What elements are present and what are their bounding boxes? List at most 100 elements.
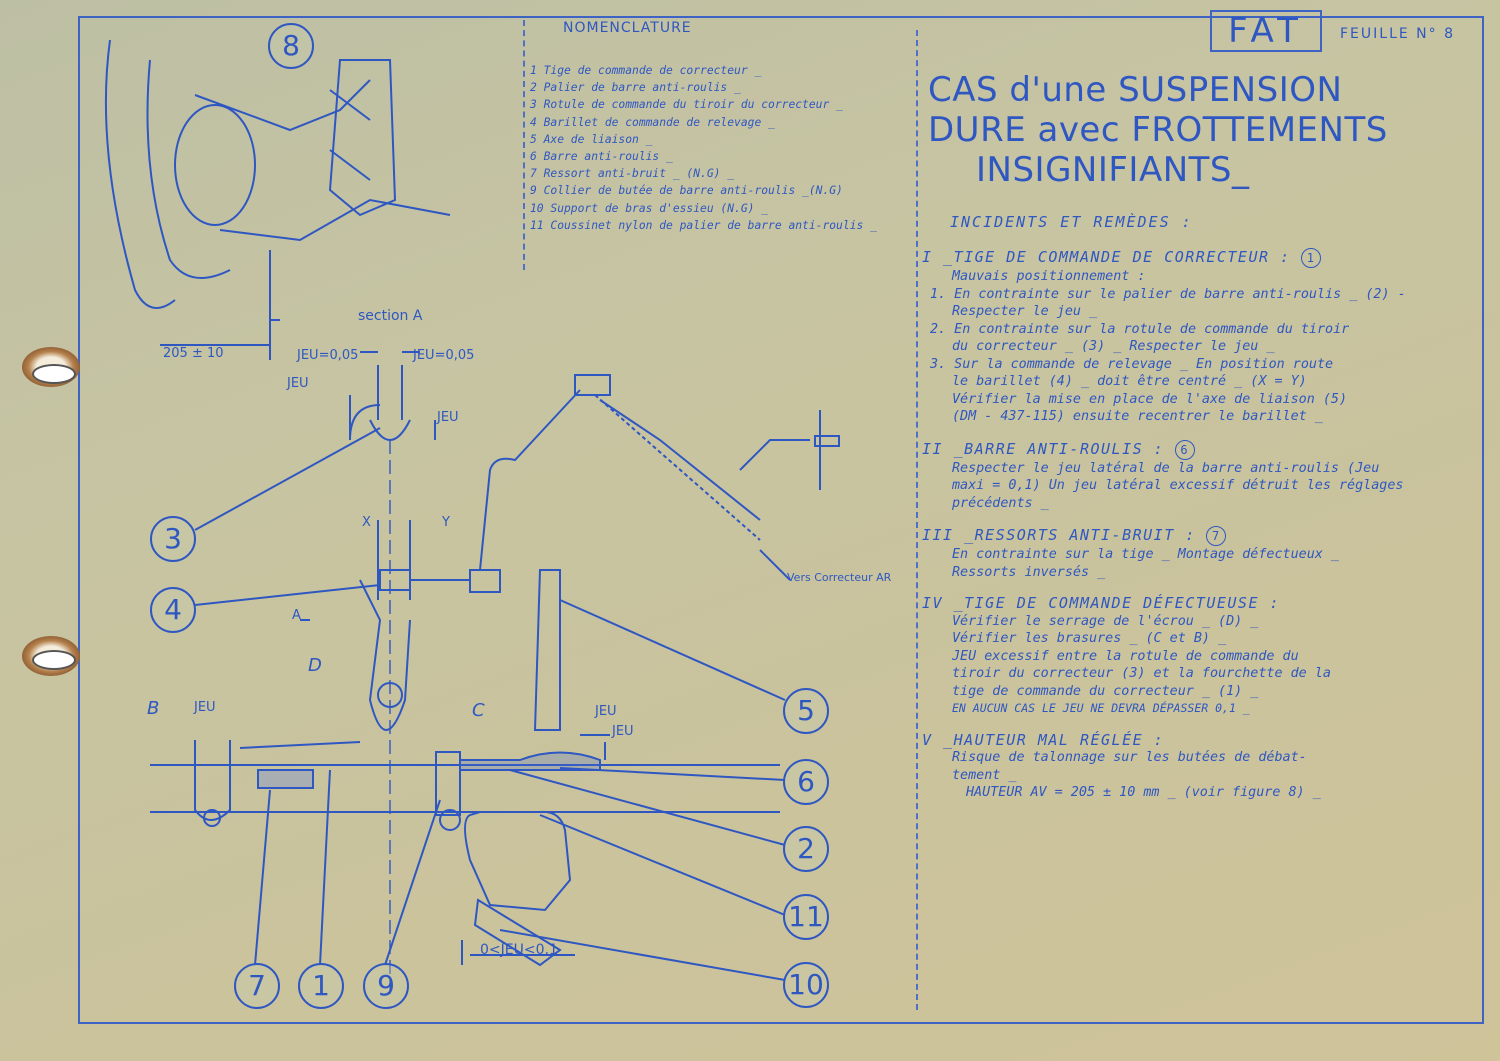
note-line: tiroir du correcteur (3) et la fourchett…	[952, 666, 1331, 681]
section-heading: II _BARRE ANTI-ROULIS : 6	[922, 439, 1406, 460]
ref-circle: 1	[1301, 248, 1322, 268]
wheel-rim-outline	[146, 59, 231, 279]
section-heading: I _TIGE DE COMMANDE DE CORRECTEUR : 1	[922, 248, 1406, 268]
callout-4: 4	[150, 587, 196, 633]
brand-box: FAT	[1210, 10, 1322, 52]
x-label: X	[362, 515, 371, 530]
callout-10: 10	[783, 962, 829, 1008]
jeu-right-label: JEU=0,05	[413, 348, 475, 363]
ref-circle: 6	[1174, 439, 1195, 460]
note-line: précédents _	[952, 495, 1049, 511]
note-line: du correcteur _ (3) _ Respecter le jeu _	[952, 339, 1275, 354]
section-a-label: section A	[358, 308, 423, 324]
note-line: Respecter le jeu latéral de la barre ant…	[952, 460, 1380, 476]
nomenclature-item: 7 Ressort anti-bruit _ (N.G) _	[530, 167, 735, 181]
section-1: I _TIGE DE COMMANDE DE CORRECTEUR : 1 Ma…	[922, 248, 1406, 426]
section-heading: IV _TIGE DE COMMANDE DÉFECTUEUSE :	[922, 594, 1281, 612]
nomenclature-item: 4 Barillet de commande de relevage _	[530, 115, 775, 129]
jeu-b-label: JEU	[194, 700, 216, 715]
note-line: 2. En contrainte sur la rotule de comman…	[930, 321, 1350, 337]
incidents-heading: INCIDENTS ET REMÈDES :	[950, 213, 1193, 231]
nomenclature-item: 10 Support de bras d'essieu (N.G) _	[530, 201, 769, 215]
title-line-3: INSIGNIFIANTS_	[976, 150, 1250, 190]
nomenclature-item: 2 Palier de barre anti-roulis _	[530, 81, 741, 95]
note-line: EN AUCUN CAS LE JEU NE DEVRA DÉPASSER 0,…	[952, 701, 1250, 715]
callout-2: 2	[783, 826, 829, 872]
sheet-number: FEUILLE N° 8	[1340, 26, 1455, 42]
note-line: 1. En contrainte sur le palier de barre …	[930, 286, 1406, 302]
binder-ring-lower	[32, 650, 76, 670]
callout-3: 3	[150, 516, 196, 562]
hub-outline	[174, 104, 256, 226]
note-line: Respecter le jeu _	[952, 304, 1098, 319]
jeu-vertical-label: JEU	[287, 376, 309, 391]
nomenclature-item: 3 Rotule de commande du tiroir du correc…	[530, 98, 843, 112]
callout-11: 11	[783, 894, 829, 940]
dimension-205-label: 205 ± 10	[163, 346, 224, 361]
sheet-title: CAS d'une SUSPENSION DURE avec FROTTEMEN…	[928, 70, 1388, 190]
note-line: Mauvais positionnement :	[952, 269, 1146, 284]
note-line: Risque de talonnage sur les butées de dé…	[952, 750, 1307, 765]
jeu-c2-label: JEU	[612, 724, 634, 739]
jeu-left-label: JEU=0,05	[297, 348, 359, 363]
notes-divider	[916, 30, 918, 1010]
note-line: Ressorts inversés _	[952, 564, 1106, 580]
a-label: A	[292, 608, 301, 623]
note-line: 3. Sur la commande de relevage _ En posi…	[930, 356, 1334, 372]
note-line: Vérifier les brasures _ (C et B) _	[952, 631, 1227, 646]
title-line-1: CAS d'une SUSPENSION	[928, 70, 1343, 110]
control-rod-upper	[479, 389, 581, 571]
lower-arm	[219, 198, 451, 242]
lever-bracket	[533, 569, 561, 731]
nomenclature-item: 9 Collier de butée de barre anti-roulis …	[530, 184, 843, 198]
note-line: JEU excessif entre la rotule de commande…	[952, 648, 1299, 664]
callout-5: 5	[783, 688, 829, 734]
nomenclature-item: 11 Coussinet nylon de palier de barre an…	[530, 218, 877, 232]
note-line: Vérifier la mise en place de l'axe de li…	[952, 391, 1348, 407]
callout-1: 1	[298, 963, 344, 1009]
callout-6: 6	[783, 759, 829, 805]
figure-8-number: 8	[268, 23, 314, 69]
note-line: En contrainte sur la tige _ Montage défe…	[952, 547, 1339, 562]
nomenclature-item: 6 Barre anti-roulis _	[530, 150, 673, 164]
nomenclature-divider	[523, 20, 525, 270]
section-5: V _HAUTEUR MAL RÉGLÉE : Risque de talonn…	[922, 730, 1406, 802]
c-label: C	[472, 700, 485, 721]
incident-notes: I _TIGE DE COMMANDE DE CORRECTEUR : 1 Ma…	[922, 248, 1406, 802]
section-heading: III _RESSORTS ANTI-BRUIT : 7	[922, 526, 1406, 546]
b-label: B	[147, 698, 160, 719]
anti-roll-collar	[329, 89, 371, 181]
note-line: Vérifier le serrage de l'écrou _ (D) _	[952, 613, 1259, 629]
y-label: Y	[442, 515, 450, 530]
nomenclature-item: 1 Tige de commande de correcteur _	[530, 64, 762, 77]
nomenclature-list: 1 Tige de commande de correcteur _ 2 Pal…	[530, 62, 877, 234]
section-4: IV _TIGE DE COMMANDE DÉFECTUEUSE : Vérif…	[922, 594, 1406, 718]
note-line: (DM - 437-115) ensuite recentrer le bari…	[952, 409, 1323, 424]
note-line: le barillet (4) _ doit être centré _ (X …	[952, 374, 1307, 389]
vers-correcteur-label: Vers Correcteur AR	[787, 571, 892, 584]
axle-arm-section	[464, 810, 572, 912]
note-line: HAUTEUR AV = 205 ± 10 mm _ (voir figure …	[966, 785, 1321, 800]
callout-9: 9	[363, 963, 409, 1009]
binder-ring-upper	[32, 364, 76, 384]
jeu-rotule-label: JEU	[437, 410, 459, 425]
jeu-bottom-label: 0<JEU<0,1	[480, 942, 558, 958]
drawing-frame	[78, 16, 1484, 1024]
callout-7: 7	[234, 963, 280, 1009]
ref-circle: 7	[1206, 526, 1227, 546]
nomenclature-heading: NOMENCLATURE	[563, 20, 692, 36]
upper-arm	[194, 79, 371, 132]
note-line: tement _	[952, 767, 1017, 783]
section-heading: V _HAUTEUR MAL RÉGLÉE :	[922, 730, 1165, 749]
d-label: D	[308, 655, 322, 676]
jeu-c1-label: JEU	[595, 704, 617, 719]
lever-arm	[359, 579, 411, 731]
section-3: III _RESSORTS ANTI-BRUIT : 7 En contrain…	[922, 526, 1406, 581]
nomenclature-item: 5 Axe de liaison _	[530, 132, 653, 146]
section-2: II _BARRE ANTI-ROULIS : 6 Respecter le j…	[922, 439, 1406, 513]
note-line: maxi = 0,1) Un jeu latéral excessif détr…	[952, 478, 1404, 493]
note-line: tige de commande du correcteur _ (1) _	[952, 683, 1259, 699]
wheel-tyre-outline	[104, 39, 176, 309]
